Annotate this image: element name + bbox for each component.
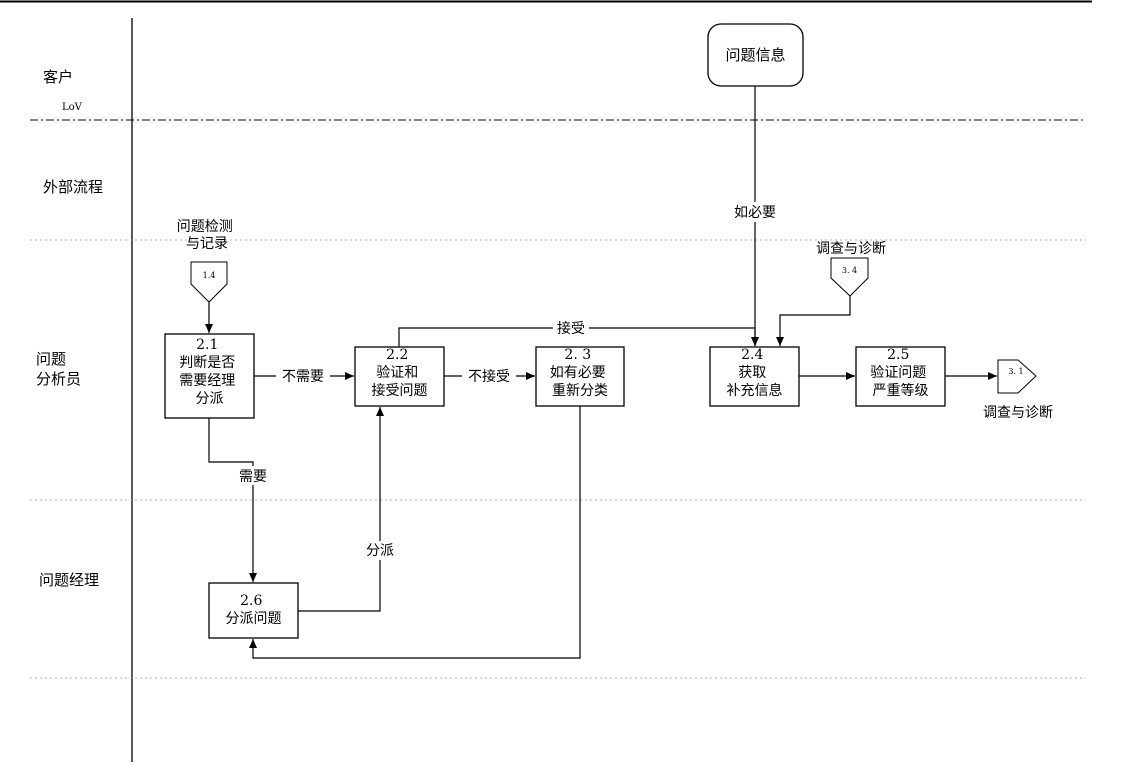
process-2-3: 2. 3 如有必要 重新分类 — [535, 346, 625, 407]
connector-1-4: 1.4 — [190, 261, 228, 303]
process-2-2: 2.2 验证和 接受问题 — [354, 346, 445, 407]
process-2-2-text: 2.2 验证和 接受问题 — [372, 347, 428, 399]
connector-3-1-label: 调查与诊断 — [983, 405, 1053, 421]
edge-label-bg-if-needed — [728, 202, 782, 222]
edge-label-needed: 需要 — [239, 469, 267, 485]
process-2-4-text: 2.4 获取 补充信息 — [727, 347, 783, 399]
lane-label-analyst: 问题 分析员 — [36, 350, 81, 388]
lane-label-external: 外部流程 — [43, 178, 103, 196]
edge-label-bg-assign — [361, 541, 399, 560]
process-2-3-text: 2. 3 如有必要 重新分类 — [550, 347, 610, 399]
lane-label-manager: 问题经理 — [39, 571, 99, 589]
connector-3-4-label: 调查与诊断 — [816, 241, 886, 257]
lov-label: LoV — [62, 102, 83, 113]
start-node-label: 问题信息 — [725, 46, 785, 64]
flow-2-6-to-2-2 — [298, 407, 384, 612]
connector-1-4-number: 1.4 — [203, 271, 216, 280]
edge-label-not-needed: 不需要 — [282, 369, 324, 385]
process-2-1-text: 2.1 判断是否 需要经理 分派 — [179, 337, 239, 407]
edge-label-if-needed: 如必要 — [734, 205, 776, 221]
connector-3-4: 3. 4 — [830, 257, 869, 297]
edge-label-bg-needed — [234, 466, 272, 485]
edge-label-not-accept: 不接受 — [468, 368, 510, 385]
edge-label-bg-not-accept — [462, 367, 516, 386]
start-node: 问题信息 — [707, 23, 804, 87]
edge-label-accept: 接受 — [557, 320, 585, 337]
connector-3-1: 3. 1 — [997, 359, 1037, 394]
process-2-6-text: 2.6 分派问题 — [226, 593, 282, 627]
flow-2-3-to-2-6 — [249, 406, 581, 659]
connector-3-1-number: 3. 1 — [1008, 367, 1023, 376]
edge-label-bg-accept — [553, 319, 589, 337]
process-2-5-text: 2.5 验证问题 严重等级 — [870, 347, 930, 399]
process-2-4: 2.4 获取 补充信息 — [709, 346, 800, 407]
process-2-1: 2.1 判断是否 需要经理 分派 — [164, 333, 255, 419]
connector-3-4-number: 3. 4 — [842, 266, 857, 275]
process-2-5: 2.5 验证问题 严重等级 — [855, 346, 946, 407]
edge-label-bg-not-needed — [276, 367, 330, 386]
edge-label-assign: 分派 — [366, 543, 394, 559]
connector-1-4-label: 问题检测 与记录 — [177, 219, 237, 252]
flow-3-4-to-2-4 — [776, 296, 851, 346]
flow-2-1-to-2-6 — [208, 418, 257, 582]
process-2-6: 2.6 分派问题 — [208, 582, 299, 639]
lane-label-customer: 客户 — [43, 68, 73, 86]
